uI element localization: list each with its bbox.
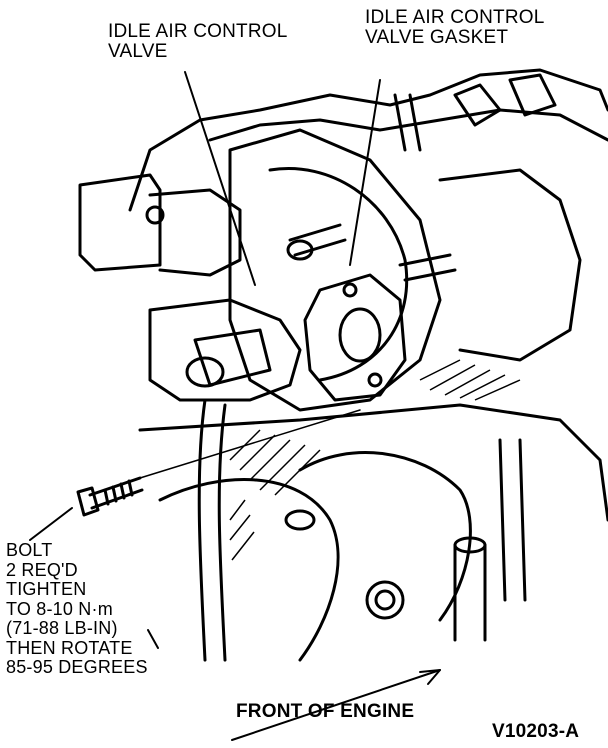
label-line: VALVE <box>108 41 168 62</box>
bolt-shaft <box>88 476 144 510</box>
throttle-housing <box>228 128 442 412</box>
label-bracket <box>147 629 159 649</box>
label-line: (71-88 LB-IN) <box>6 618 118 638</box>
front-arrow <box>231 669 441 741</box>
engine-upper-ridge <box>208 108 608 142</box>
gasket-center <box>338 307 382 363</box>
sensor-cap-2 <box>508 73 557 117</box>
gasket-hole-bottom <box>367 372 383 388</box>
iac-valve-port <box>185 356 225 388</box>
stud-left <box>288 223 347 257</box>
sensor-cylinder <box>453 543 487 642</box>
label-line: 2 REQ'D <box>6 559 78 580</box>
fitting-inner <box>374 589 396 611</box>
engine-block-outline <box>128 68 608 212</box>
iac-valve-neck <box>193 328 272 387</box>
manifold-runner-2 <box>158 478 340 662</box>
label-line: IDLE AIR CONTROL <box>365 7 545 28</box>
leader-gasket <box>349 79 381 266</box>
label-line: BOLT <box>6 540 53 560</box>
fitting-ring <box>365 580 405 620</box>
sensor-cap <box>453 83 502 127</box>
stud-left-end <box>286 239 314 261</box>
label-front-of-engine: FRONT OF ENGINE <box>236 701 415 722</box>
leader-bolt-ext <box>139 409 361 479</box>
label-line: VALVE GASKET <box>365 27 509 48</box>
small-cap <box>284 509 316 531</box>
stud-right <box>398 253 457 282</box>
manifold-runner <box>298 451 472 622</box>
iac-valve-body <box>148 298 302 402</box>
leader-bolt <box>29 507 73 541</box>
hose-right <box>498 438 527 602</box>
gasket-hole-top <box>342 282 358 298</box>
hose-curve <box>197 398 227 662</box>
hatch-texture <box>229 359 521 561</box>
label-line: TIGHTEN <box>6 579 87 599</box>
valve-cover-right <box>438 168 582 362</box>
front-arrow-head <box>419 669 441 685</box>
label-idle-air-control-valve: IDLE AIR CONTROL VALVE <box>108 22 288 62</box>
label-bolt-note: BOLT 2 REQ'D TIGHTEN TO 8-10 N·m (71-88 … <box>6 540 148 678</box>
label-line: TO 8-10 N·m <box>6 598 113 619</box>
figure-code: V10203-A <box>492 721 580 742</box>
connector-screw <box>145 205 165 225</box>
label-idle-air-control-valve-gasket: IDLE AIR CONTROL VALVE GASKET <box>365 8 545 48</box>
label-line: 85-95 DEGREES <box>6 657 148 677</box>
sensor-cylinder-top <box>453 536 487 554</box>
label-line: IDLE AIR CONTROL <box>108 21 288 42</box>
bolt-head <box>76 486 100 517</box>
gasket <box>303 273 407 402</box>
bolt-threads <box>103 479 134 506</box>
leader-iac <box>184 71 256 286</box>
label-line: THEN ROTATE <box>6 637 133 658</box>
throttle-inner-curve <box>268 167 409 382</box>
connector-body <box>148 188 242 277</box>
sensor-tube <box>393 93 422 152</box>
manifold-lower <box>138 403 608 522</box>
connector-block <box>78 173 162 272</box>
